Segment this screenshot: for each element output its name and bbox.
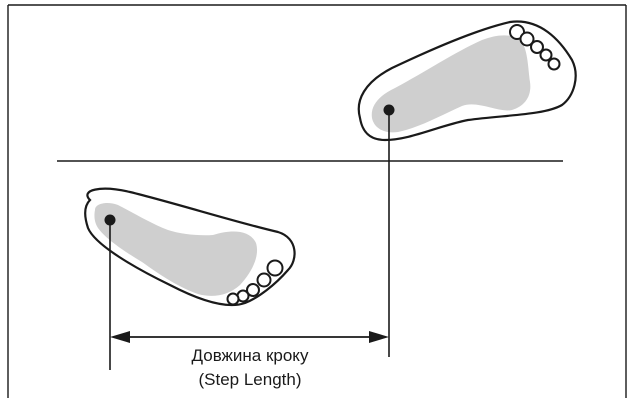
right-footprint-icon: [359, 22, 576, 140]
step-length-label-en: (Step Length): [150, 370, 350, 390]
left-footprint-icon: [85, 189, 294, 305]
left-toe-5: [228, 294, 239, 305]
arrowhead-left: [110, 331, 130, 343]
step-length-arrow: [110, 331, 389, 343]
left-toe-2: [258, 274, 271, 287]
left-toe-1: [268, 261, 283, 276]
right-toe-5: [549, 59, 560, 70]
step-length-label-uk: Довжина кроку: [150, 346, 350, 366]
arrowhead-right: [369, 331, 389, 343]
right-toe-4: [541, 50, 552, 61]
